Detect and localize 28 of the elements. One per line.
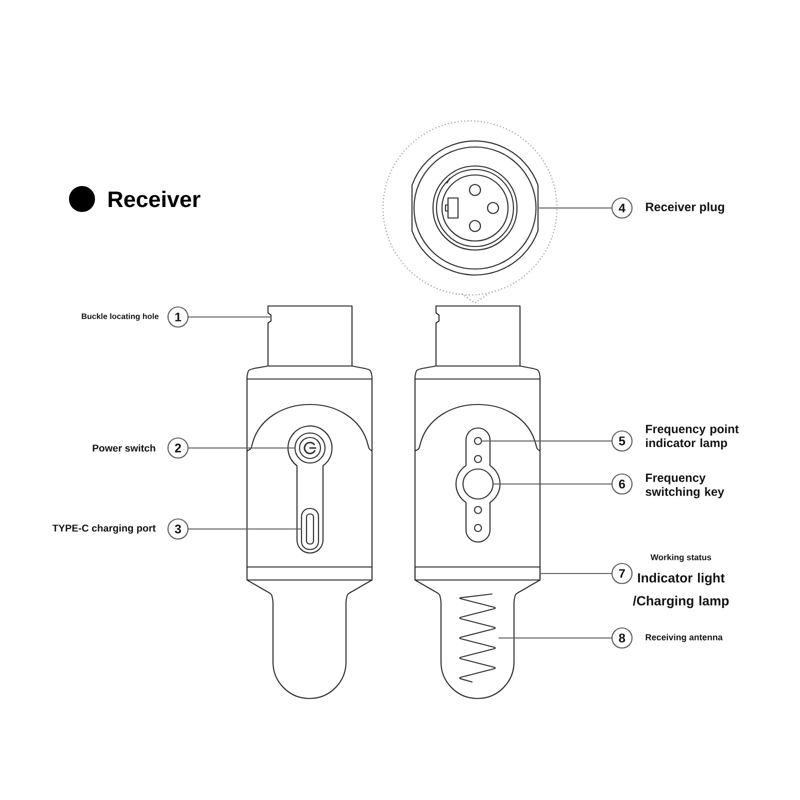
callout-label: Frequency point indicator lamp [646,424,739,450]
callout-number: 1 [167,306,189,328]
indicator-band [414,566,541,581]
leader-line [481,440,612,442]
section-title: Receiver [108,190,200,208]
leader-line [188,316,272,318]
connector-face [411,140,539,276]
callout-number: 6 [611,473,633,495]
callout-number: 8 [611,627,633,649]
callout-label: Receiving antenna [646,634,723,642]
callout-label: Frequency switching key [646,474,724,498]
indicator-lamp [474,436,482,446]
callout-number: 7 [611,562,633,584]
callout-label: TYPE-C charging port [52,524,156,534]
callout-label: Receiver plug [646,202,724,214]
callout-label: Working status [650,554,712,562]
callout-number: 2 [167,437,189,459]
callout-number: 4 [611,197,633,219]
callout-label: Indicator light /Charging lamp [632,572,729,608]
leader-line [188,528,302,530]
usb-c-port [300,508,320,550]
antenna-spring [459,593,496,683]
callout-number: 3 [167,518,189,540]
switch-key [462,468,494,500]
power-button [294,432,326,464]
callout-label: Power switch [92,444,156,452]
leader-line [540,573,612,574]
callout-number: 5 [611,430,633,452]
